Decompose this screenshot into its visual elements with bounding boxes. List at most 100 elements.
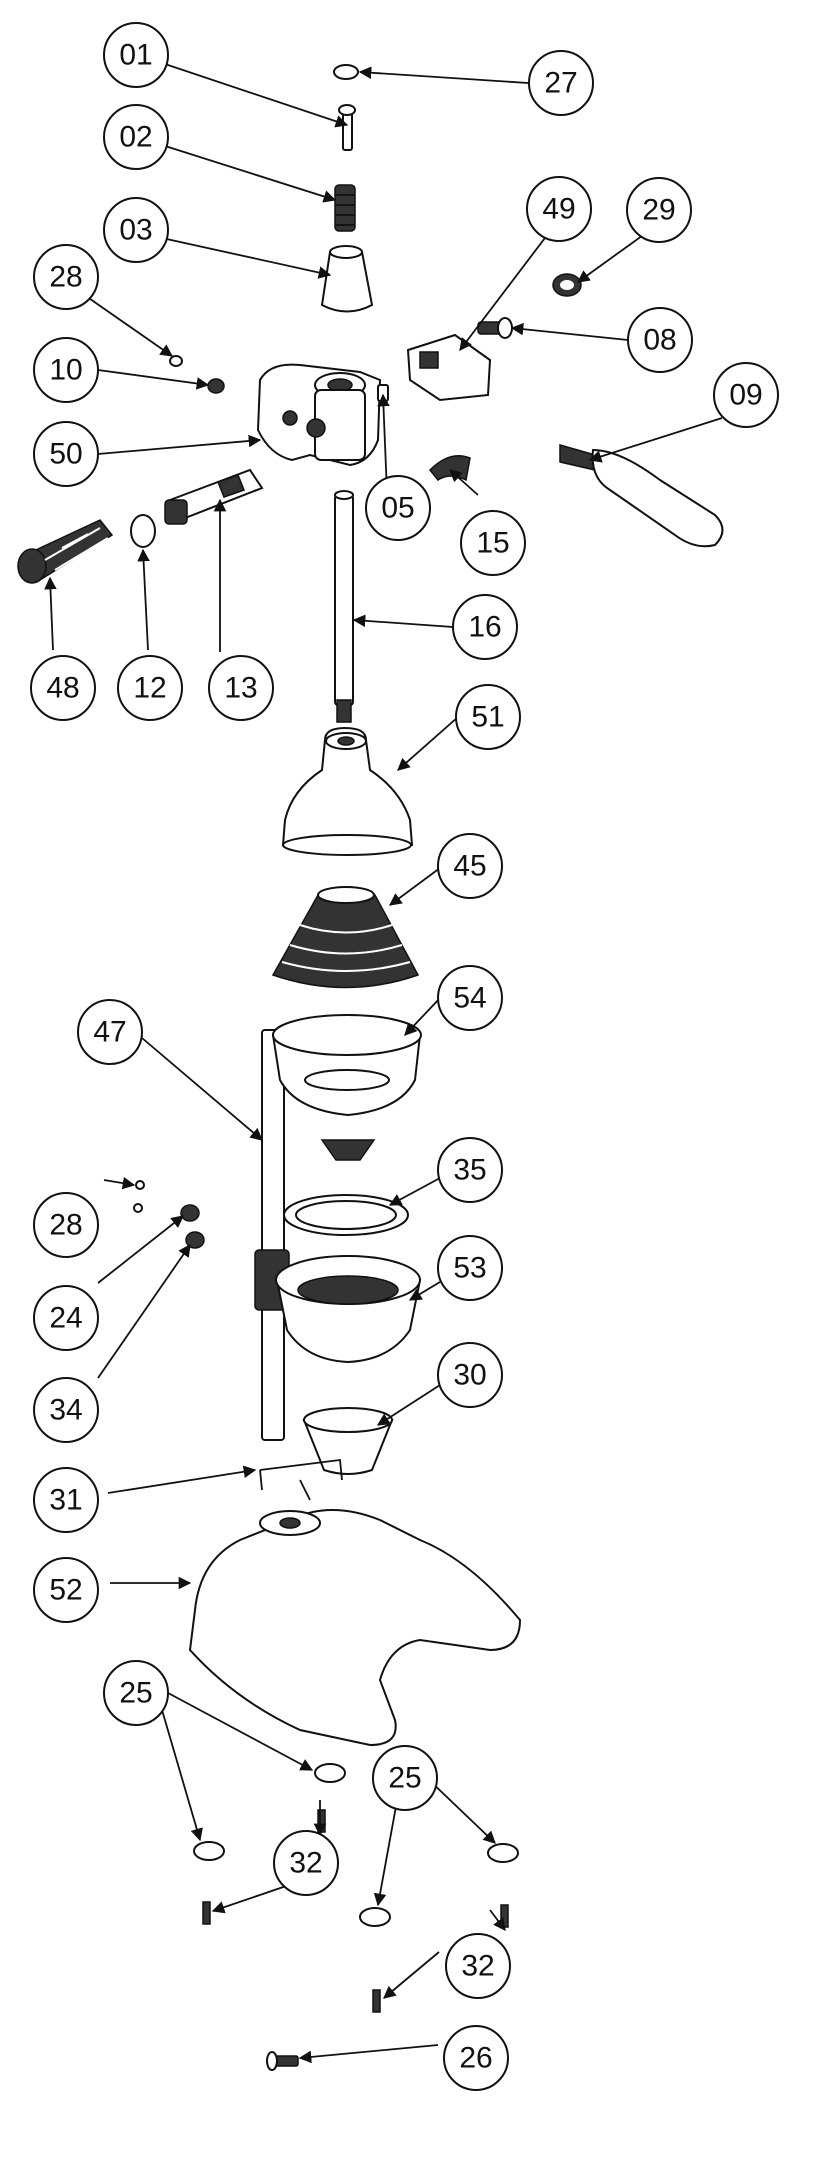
svg-text:53: 53 (453, 1252, 486, 1285)
svg-text:28: 28 (49, 261, 82, 294)
svg-text:25: 25 (119, 1677, 152, 1710)
part-48-bellows (17, 519, 114, 584)
part-27-cap (333, 64, 359, 80)
part-32-screw-b (202, 1901, 211, 1925)
svg-text:15: 15 (476, 527, 509, 560)
svg-text:01: 01 (119, 39, 152, 72)
part-52-base (188, 1509, 522, 1747)
part-35-gasket (283, 1194, 409, 1236)
svg-text:08: 08 (643, 324, 676, 357)
svg-text:24: 24 (49, 1302, 82, 1335)
svg-text:50: 50 (49, 438, 82, 471)
svg-text:09: 09 (729, 379, 762, 412)
part-47-column (254, 1029, 290, 1441)
part-24-nut (180, 1204, 200, 1222)
svg-text:16: 16 (468, 611, 501, 644)
part-51-dome (281, 726, 414, 856)
callout-49: 49 (526, 176, 592, 242)
callout-02: 02 (103, 104, 169, 170)
svg-text:52: 52 (49, 1574, 82, 1607)
part-02-spring (334, 184, 356, 232)
callout-30: 30 (437, 1342, 503, 1408)
part-32-screw-a (317, 1809, 326, 1833)
svg-text:32: 32 (461, 1950, 494, 1983)
part-13-shaft (164, 468, 264, 525)
callout-50: 50 (33, 421, 99, 487)
svg-text:10: 10 (49, 354, 82, 387)
callout-53: 53 (437, 1235, 503, 1301)
svg-text:54: 54 (453, 982, 486, 1015)
part-29-washer (552, 273, 582, 297)
callout-bubbles: 01 02 03 27 49 29 08 09 28 10 50 05 15 1… (30, 22, 779, 2091)
part-25-foot-a (314, 1763, 346, 1783)
callout-25-left: 25 (103, 1660, 169, 1726)
callout-32-left: 32 (273, 1830, 339, 1896)
part-16-rod (334, 490, 354, 723)
svg-text:45: 45 (453, 850, 486, 883)
callout-01: 01 (103, 22, 169, 88)
svg-text:26: 26 (459, 2042, 492, 2075)
svg-text:12: 12 (133, 672, 166, 705)
callout-48: 48 (30, 655, 96, 721)
part-10-nut (207, 378, 225, 394)
part-09-handle (559, 444, 724, 548)
svg-text:02: 02 (119, 121, 152, 154)
callout-45: 45 (437, 833, 503, 899)
part-03-knob (320, 245, 374, 313)
callout-03: 03 (103, 197, 169, 263)
callout-28-lower: 28 (33, 1192, 99, 1258)
parts-drawing (17, 64, 724, 2071)
svg-text:05: 05 (381, 492, 414, 525)
svg-text:48: 48 (46, 672, 79, 705)
part-15-cam (428, 455, 471, 482)
callout-15: 15 (460, 510, 526, 576)
svg-text:31: 31 (49, 1484, 82, 1517)
callout-29: 29 (626, 177, 692, 243)
part-25-foot-d (359, 1907, 391, 1927)
callout-10: 10 (33, 337, 99, 403)
callout-09: 09 (713, 362, 779, 428)
part-25-foot-c (487, 1843, 519, 1863)
callout-51: 51 (455, 684, 521, 750)
svg-text:47: 47 (93, 1016, 126, 1049)
svg-text:03: 03 (119, 214, 152, 247)
callout-13: 13 (208, 655, 274, 721)
svg-text:34: 34 (49, 1394, 82, 1427)
callout-24: 24 (33, 1285, 99, 1351)
svg-text:49: 49 (542, 193, 575, 226)
svg-text:35: 35 (453, 1154, 486, 1187)
svg-text:29: 29 (642, 194, 675, 227)
svg-text:28: 28 (49, 1209, 82, 1242)
part-32-screw-d (372, 1989, 381, 2013)
svg-text:25: 25 (388, 1762, 421, 1795)
callout-32-right: 32 (445, 1933, 511, 1999)
part-08-screw (477, 317, 513, 339)
part-49-bracket (406, 333, 492, 402)
callout-12: 12 (117, 655, 183, 721)
callout-34: 34 (33, 1377, 99, 1443)
callout-31: 31 (33, 1467, 99, 1533)
callout-54: 54 (437, 965, 503, 1031)
part-28-pin (169, 355, 183, 367)
callout-26: 26 (443, 2025, 509, 2091)
callout-47: 47 (77, 999, 143, 1065)
svg-text:13: 13 (224, 672, 257, 705)
callout-27: 27 (528, 50, 594, 116)
svg-text:27: 27 (544, 67, 577, 100)
callout-25-right: 25 (372, 1745, 438, 1811)
part-12-ring (130, 514, 156, 548)
callout-28-upper: 28 (33, 244, 99, 310)
callout-05: 05 (365, 475, 431, 541)
callout-52: 52 (33, 1557, 99, 1623)
part-32-screw-c (500, 1904, 509, 1928)
svg-text:51: 51 (471, 701, 504, 734)
part-50-head-casting (256, 363, 382, 467)
callout-08: 08 (627, 307, 693, 373)
part-28-pins-lower (133, 1180, 145, 1213)
part-53-cup (275, 1255, 422, 1364)
part-30-strainer (302, 1407, 394, 1475)
callout-16: 16 (452, 594, 518, 660)
part-26-bolt (266, 2051, 299, 2071)
svg-text:30: 30 (453, 1359, 486, 1392)
